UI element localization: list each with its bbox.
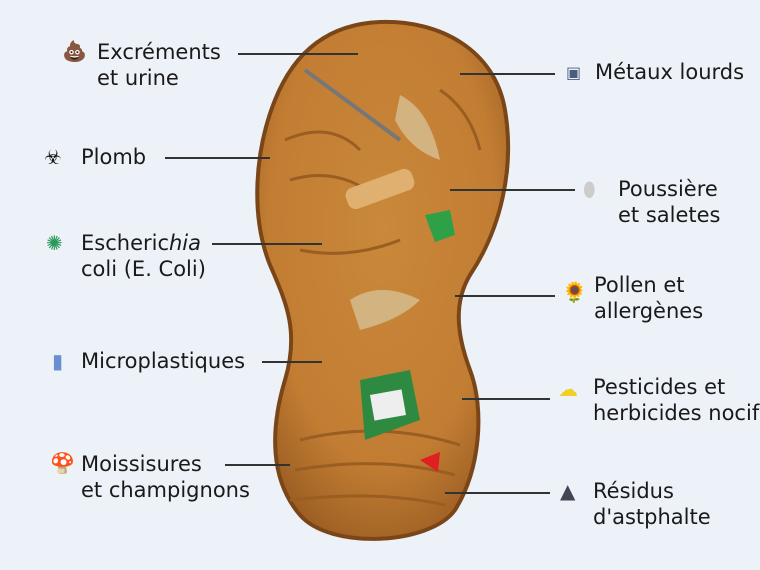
label-microplastiques: Microplastiques	[81, 348, 245, 374]
pesticide-cloud-icon: ☁	[558, 377, 578, 401]
label-line: Poussière	[618, 177, 718, 201]
label-line: Escherichia	[81, 230, 206, 256]
poop-icon: 💩	[62, 39, 87, 63]
label-line: et champignons	[81, 478, 250, 502]
label-pesticides: Pesticides et herbicides nocifs	[593, 374, 760, 426]
label-poussiere: Poussière et saletes	[618, 176, 721, 228]
connector-line	[165, 157, 270, 159]
label-line: Métaux lourds	[595, 60, 745, 84]
connector-line	[238, 53, 358, 55]
bacteria-icon: ✺	[46, 231, 63, 255]
label-metaux: Métaux lourds	[595, 59, 744, 85]
label-excrements: Excréments et urine	[97, 39, 221, 91]
connector-line	[262, 361, 322, 363]
label-line: Pollen et	[594, 273, 685, 297]
asphalt-pile-icon: ▲	[560, 479, 576, 503]
connector-line	[450, 189, 575, 191]
connector-line	[225, 464, 290, 466]
label-moisissures: Moissisures et champignons	[81, 451, 250, 503]
label-line: Résidus	[593, 479, 674, 503]
label-line: et urine	[97, 66, 179, 90]
label-asphalte: Résidus d'astphalte	[593, 478, 711, 530]
label-line: et saletes	[618, 203, 721, 227]
label-line: d'astphalte	[593, 505, 711, 529]
label-line: Moissisures	[81, 452, 202, 476]
connector-line	[462, 398, 550, 400]
label-pollen: Pollen et allergènes	[594, 272, 703, 324]
label-line: Plomb	[81, 145, 147, 169]
connector-line	[460, 73, 555, 75]
label-plomb: Plomb	[81, 144, 146, 170]
label-ecoli: Escherichia coli (E. Coli)	[81, 230, 206, 282]
label-text-italic: hia	[169, 231, 202, 255]
sunflower-icon: 🌻	[562, 280, 587, 304]
label-line: allergènes	[594, 299, 704, 323]
biohazard-icon: ☣	[44, 145, 62, 169]
label-line: Microplastiques	[81, 349, 246, 373]
label-line: coli (E. Coli)	[81, 257, 206, 281]
mushroom-icon: 🍄	[50, 451, 75, 475]
label-line: Excréments	[97, 40, 221, 64]
dust-rock-icon: ⬮	[583, 177, 596, 201]
label-line: Pesticides et	[593, 375, 726, 399]
connector-line	[445, 492, 550, 494]
label-line: herbicides nocifs	[593, 401, 760, 425]
connector-line	[212, 243, 322, 245]
plastic-bottle-icon: ▮	[52, 349, 64, 373]
metal-canister-icon: ▣	[566, 63, 582, 82]
connector-line	[455, 295, 555, 297]
label-text: Escheric	[81, 231, 169, 255]
